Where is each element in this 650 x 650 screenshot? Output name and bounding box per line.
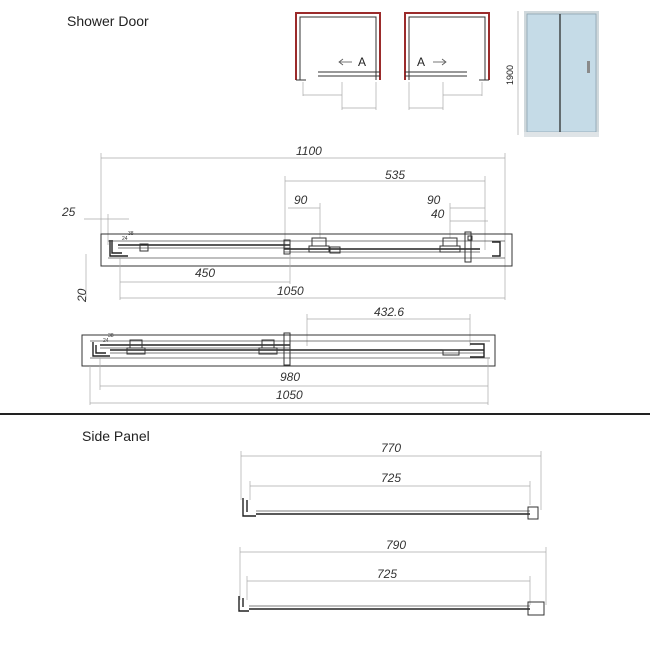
dim-90-right: 90 <box>427 193 441 207</box>
panel-a-end-cap <box>527 506 539 520</box>
side-panel-heading: Side Panel <box>82 428 150 444</box>
arrow-label-left: A <box>358 55 366 69</box>
door-handle-b-icon <box>283 332 291 366</box>
shower-door-heading: Shower Door <box>67 13 149 29</box>
shower-tray-outline-bottom <box>81 334 496 367</box>
dim-1100: 1100 <box>296 144 322 158</box>
panel-a-outer: 770 <box>381 441 401 455</box>
height-dimension: 1900 <box>505 65 515 85</box>
dim-90-left: 90 <box>294 193 308 207</box>
side-panel-b: 790 725 <box>238 538 547 616</box>
panel-a-wall-profile <box>242 498 256 517</box>
dim-432-6: 432.6 <box>374 305 404 319</box>
panel-b-end-cap <box>527 601 545 616</box>
roller-left-b-icon <box>126 339 278 355</box>
dim-25: 25 <box>61 205 76 219</box>
panel-b-inner: 725 <box>377 567 397 581</box>
wall-profile-right-b <box>470 343 485 358</box>
dim-535: 535 <box>385 168 405 182</box>
tiny-dim-24: 24 <box>122 236 128 242</box>
panel-a-inner: 725 <box>381 471 401 485</box>
wall-profile-left <box>109 240 128 257</box>
roller-left-icon <box>283 237 341 255</box>
roller-right-icon <box>439 231 473 263</box>
arrow-label-right: A <box>417 55 425 69</box>
dim-40: 40 <box>431 207 445 221</box>
dim-1050-bottom: 1050 <box>276 388 303 402</box>
dim-450: 450 <box>195 266 215 280</box>
dim-1050-top: 1050 <box>277 284 304 298</box>
shower-tray-outline <box>100 233 513 267</box>
dim-20: 20 <box>75 288 89 303</box>
wall-profile-right <box>492 241 501 257</box>
plan-view-bottom: 432.6 38 24 980 1050 <box>81 305 496 405</box>
panel-b-outer: 790 <box>386 538 406 552</box>
wall-profile-left-b <box>92 342 110 357</box>
door-elevation-view: 1900 <box>505 11 599 137</box>
door-section-left-view: A <box>295 12 381 110</box>
panel-b-wall-profile <box>238 596 249 612</box>
door-section-right-view: A <box>404 12 490 110</box>
side-panel-a: 770 725 <box>240 441 542 520</box>
door-handle-icon <box>587 61 590 73</box>
dim-980: 980 <box>280 370 300 384</box>
tiny-dim-38-b: 38 <box>108 333 114 339</box>
plan-view-top: 1100 535 90 90 40 25 20 38 24 <box>61 144 513 303</box>
